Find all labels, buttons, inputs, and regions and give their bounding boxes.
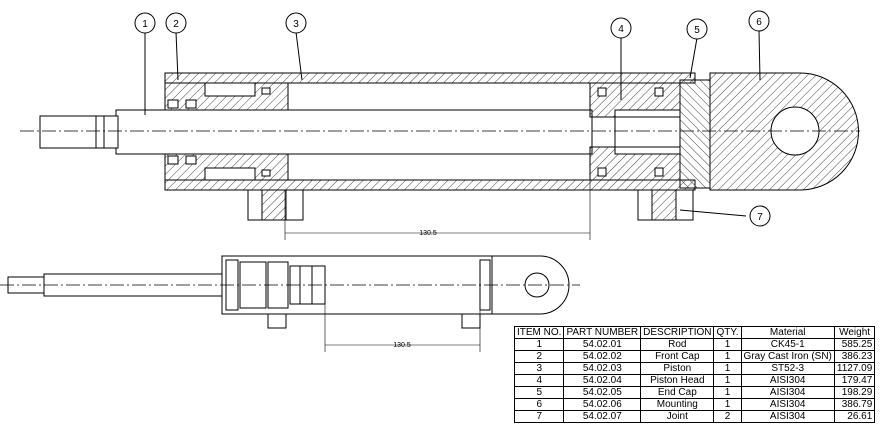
table-row: 1 54.02.01 Rod 1 CK45-1 585.25 xyxy=(513,338,876,351)
balloon-6 xyxy=(748,10,770,32)
balloon-5-label: 5 xyxy=(694,25,700,36)
balloon-2-label: 2 xyxy=(173,19,179,30)
bom-cell-qty: 1 xyxy=(713,362,742,375)
bom-cell-part: 54.02.06 xyxy=(563,398,642,411)
balloon-7 xyxy=(749,205,771,227)
bom-cell-desc: End Cap xyxy=(640,386,715,399)
bom-header-material: Material xyxy=(740,326,835,339)
bom-cell-qty: 2 xyxy=(713,410,742,423)
bom-cell-material: ST52-3 xyxy=(740,362,835,375)
bom-cell-item: 7 xyxy=(513,410,565,423)
bom-cell-part: 54.02.07 xyxy=(563,410,642,423)
bom-cell-desc: Front Cap xyxy=(640,350,715,363)
bom-cell-part: 54.02.03 xyxy=(563,362,642,375)
side-stroke-dimension: 130.5 xyxy=(393,342,411,349)
rod-end xyxy=(39,115,119,149)
bom-cell-qty: 1 xyxy=(713,350,742,363)
bom-cell-material: CK45-1 xyxy=(740,338,835,351)
side-view xyxy=(0,255,580,352)
barrel-bottom-wall xyxy=(164,179,696,191)
table-row: 2 54.02.02 Front Cap 1 Gray Cast Iron (S… xyxy=(513,350,876,363)
bom-cell-weight: 179.47 xyxy=(833,374,876,387)
bom-cell-qty: 1 xyxy=(713,338,742,351)
bom-cell-item: 6 xyxy=(513,398,565,411)
bom-cell-weight: 1127.09 xyxy=(833,362,876,375)
bom-cell-material: AISI304 xyxy=(740,398,835,411)
bom-cell-material: AISI304 xyxy=(740,374,835,387)
bom-cell-qty: 1 xyxy=(713,398,742,411)
bom-cell-item: 3 xyxy=(513,362,565,375)
bom-cell-weight: 386.79 xyxy=(833,398,876,411)
bom-cell-qty: 1 xyxy=(713,386,742,399)
balloon-4-label: 4 xyxy=(618,24,624,35)
bom-header-item-no: ITEM NO. xyxy=(513,326,565,339)
bom-cell-weight: 26.61 xyxy=(833,410,876,423)
bom-cell-desc: Piston Head xyxy=(640,374,715,387)
bom-cell-part: 54.02.01 xyxy=(563,338,642,351)
table-row: 3 54.02.03 Piston 1 ST52-3 1127.09 xyxy=(513,362,876,375)
bom-cell-material: AISI304 xyxy=(740,386,835,399)
bom-cell-item: 5 xyxy=(513,386,565,399)
balloon-7-label: 7 xyxy=(757,212,763,223)
table-row: 7 54.02.07 Joint 2 AISI304 26.61 xyxy=(513,410,876,423)
bom-cell-weight: 386.23 xyxy=(833,350,876,363)
table-row: 4 54.02.04 Piston Head 1 AISI304 179.47 xyxy=(513,374,876,387)
barrel-top-wall xyxy=(164,72,696,84)
section-view xyxy=(20,72,860,240)
table-row: 5 54.02.05 End Cap 1 AISI304 198.29 xyxy=(513,386,876,399)
bom-cell-material: AISI304 xyxy=(740,410,835,423)
bom-cell-weight: 198.29 xyxy=(833,386,876,399)
bom-cell-weight: 585.25 xyxy=(833,338,876,351)
balloon-1-label: 1 xyxy=(142,19,148,30)
balloon-6-label: 6 xyxy=(756,17,762,28)
bom-cell-desc: Rod xyxy=(640,338,715,351)
bom-header-weight: Weight xyxy=(833,326,876,339)
bom-cell-desc: Joint xyxy=(640,410,715,423)
bom-cell-qty: 1 xyxy=(713,374,742,387)
table-row: 6 54.02.06 Mounting 1 AISI304 386.79 xyxy=(513,398,876,411)
balloon-5 xyxy=(686,18,708,40)
bom-cell-material: Gray Cast Iron (SN) xyxy=(740,350,835,363)
bom-cell-part: 54.02.05 xyxy=(563,386,642,399)
balloon-4 xyxy=(610,17,632,39)
balloon-3-label: 3 xyxy=(293,19,299,30)
bom-cell-desc: Mounting xyxy=(640,398,715,411)
bom-cell-part: 54.02.04 xyxy=(563,374,642,387)
bill-of-materials: ITEM NO. PART NUMBER DESCRIPTION QTY. Ma… xyxy=(513,326,876,423)
balloon-3 xyxy=(285,12,307,34)
section-stroke-dimension: 130.5 xyxy=(419,230,437,237)
balloon-2 xyxy=(165,12,187,34)
end-cap-section xyxy=(679,79,711,189)
bom-cell-item: 4 xyxy=(513,374,565,387)
bom-cell-item: 2 xyxy=(513,350,565,363)
bom-header-part-number: PART NUMBER xyxy=(563,326,642,339)
bom-cell-desc: Piston xyxy=(640,362,715,375)
bom-cell-part: 54.02.02 xyxy=(563,350,642,363)
bom-header-qty: QTY. xyxy=(713,326,742,339)
bom-cell-item: 1 xyxy=(513,338,565,351)
rod-section xyxy=(115,109,593,155)
balloon-1 xyxy=(134,12,156,34)
bom-header-row: ITEM NO. PART NUMBER DESCRIPTION QTY. Ma… xyxy=(513,326,876,339)
bom-header-description: DESCRIPTION xyxy=(640,326,715,339)
